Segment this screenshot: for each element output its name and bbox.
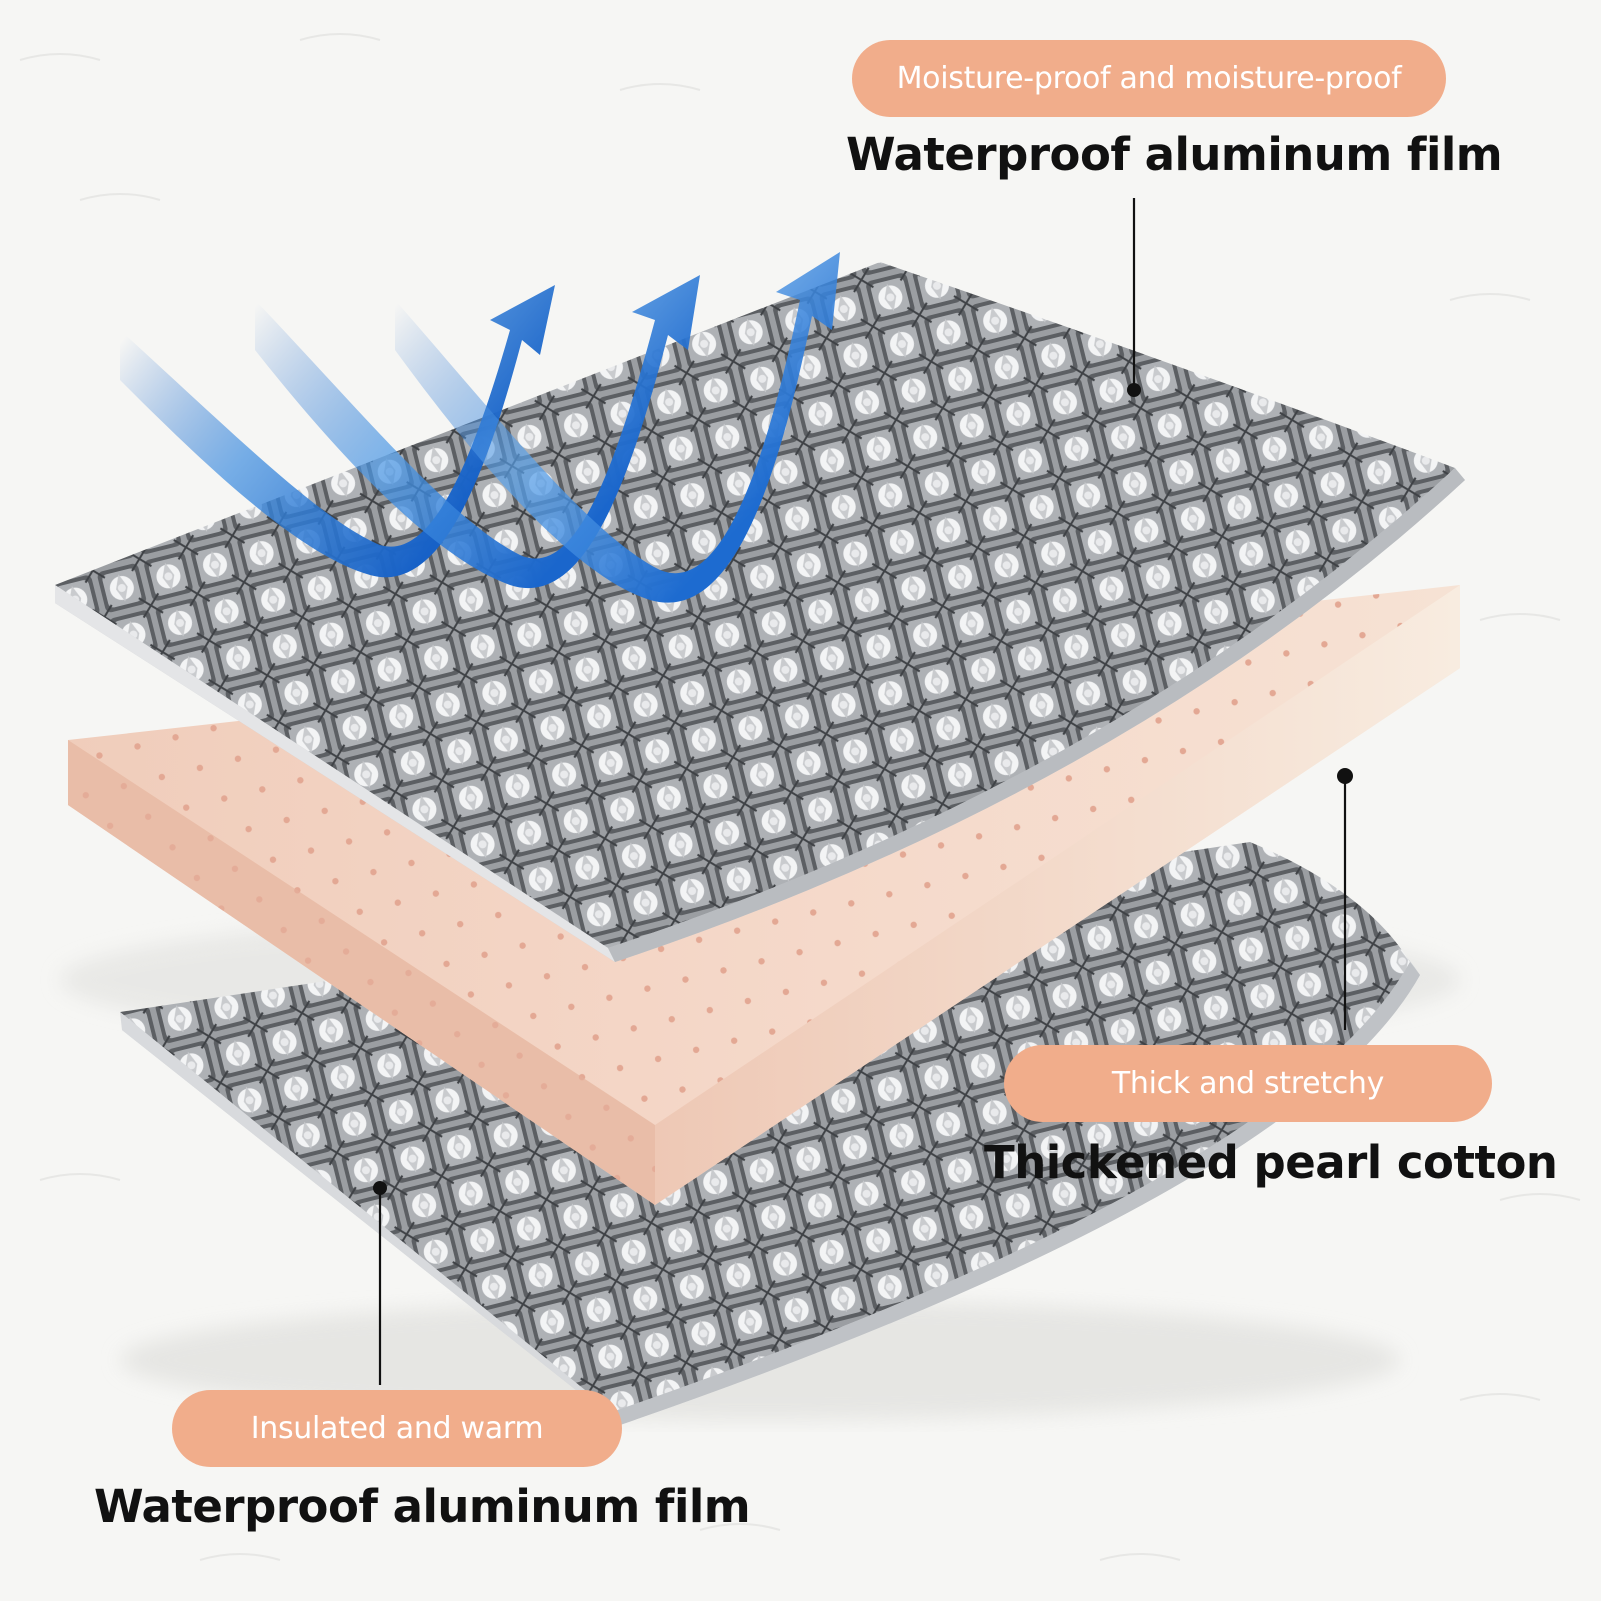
middle-layer-pill: Thick and stretchy: [1004, 1045, 1492, 1122]
top-leader-dot: [1127, 383, 1141, 397]
blue-airflow-arrow-icon: [120, 252, 840, 603]
bottom-layer-heading: Waterproof aluminum film: [94, 1480, 751, 1533]
top-layer-pill: Moisture-proof and moisture-proof: [852, 40, 1446, 117]
middle-leader-dot: [1337, 768, 1353, 784]
middle-layer-pill-text: Thick and stretchy: [1111, 1066, 1385, 1101]
bottom-layer-pill: Insulated and warm: [172, 1390, 622, 1467]
top-foil-sheet: [55, 262, 1465, 962]
leader-lines: [373, 198, 1353, 1385]
top-layer-heading: Waterproof aluminum film: [846, 128, 1503, 181]
top-layer-pill-text: Moisture-proof and moisture-proof: [896, 61, 1402, 96]
bottom-layer-pill-text: Insulated and warm: [250, 1411, 544, 1446]
middle-layer-heading: Thickened pearl cotton: [984, 1136, 1558, 1189]
bottom-leader-dot: [373, 1181, 387, 1195]
background-texture: [19, 33, 1581, 1561]
